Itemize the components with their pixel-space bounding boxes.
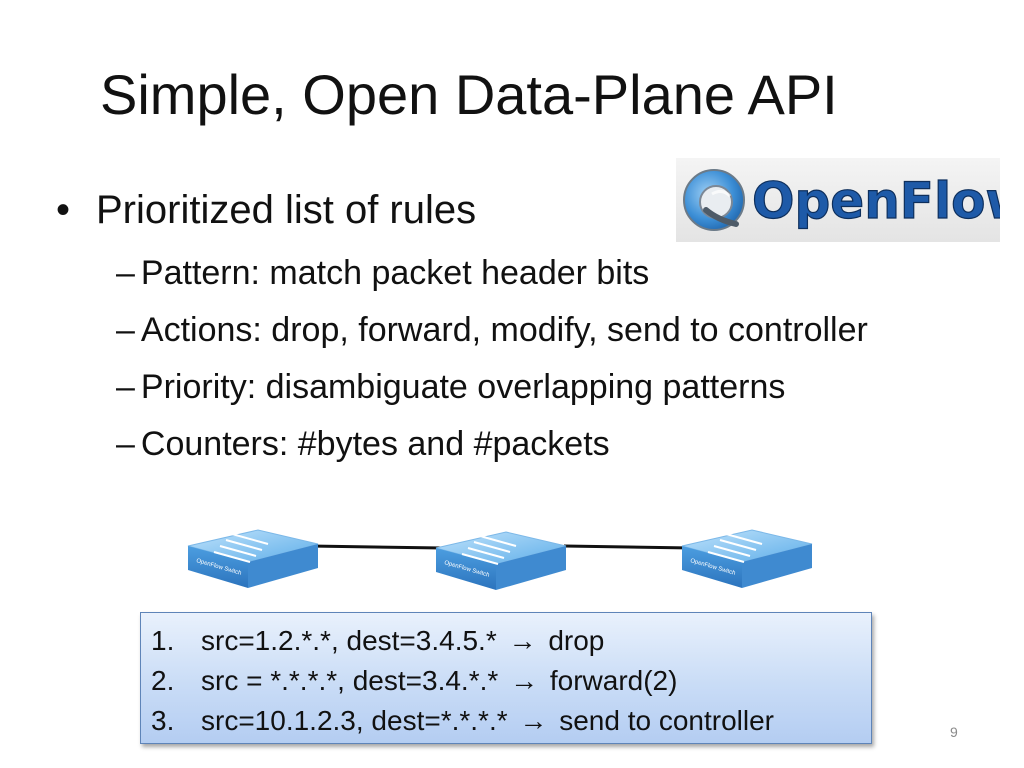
openflow-switch-icon: OpenFlow Switch xyxy=(681,529,813,588)
openflow-logo-text: OpenFlow xyxy=(752,172,1000,230)
main-bullet: • Prioritized list of rules xyxy=(56,188,476,233)
main-bullet-text: Prioritized list of rules xyxy=(96,188,477,232)
sub-bullet-actions: –Actions: drop, forward, modify, send to… xyxy=(116,311,868,350)
right-arrow-icon: → xyxy=(519,705,548,736)
rule-number: 2. xyxy=(151,665,175,696)
rule-match: src = *.*.*.*, dest=3.4.*.* xyxy=(201,665,499,696)
sub-bullet-pattern: –Pattern: match packet header bits xyxy=(116,254,649,293)
flow-rules-box: 1. src=1.2.*.*, dest=3.4.5.* → drop 2. src… xyxy=(140,612,872,744)
sub-bullet-text: Actions: drop, forward, modify, send to … xyxy=(140,311,868,349)
sub-bullet-priority: –Priority: disambiguate overlapping patt… xyxy=(116,368,785,407)
sub-bullet-dash: – xyxy=(116,254,135,292)
right-arrow-icon: → xyxy=(510,665,539,696)
slide-title: Simple, Open Data-Plane API xyxy=(100,63,838,126)
bullet-dot: • xyxy=(56,188,71,232)
network-link xyxy=(309,544,443,550)
flow-rule-row: 1. src=1.2.*.*, dest=3.4.5.* → drop xyxy=(151,621,871,661)
rule-number: 3. xyxy=(151,705,175,736)
rule-number: 1. xyxy=(151,625,175,656)
rule-action: drop xyxy=(548,625,605,656)
page-number: 9 xyxy=(950,724,958,740)
sub-bullet-text: Priority: disambiguate overlapping patte… xyxy=(140,368,786,406)
openflow-switch-icon: OpenFlow Switch xyxy=(435,531,567,590)
network-link xyxy=(563,544,693,550)
sub-bullet-dash: – xyxy=(116,425,135,463)
rule-action: forward(2) xyxy=(549,665,678,696)
flow-rule-row: 3. src=10.1.2.3, dest=*.*.*.* → send to c… xyxy=(151,701,871,741)
openflow-switch-icon: OpenFlow Switch xyxy=(187,529,319,588)
sub-bullet-text: Pattern: match packet header bits xyxy=(140,254,650,292)
sub-bullet-counters: –Counters: #bytes and #packets xyxy=(116,425,610,464)
switch-network-diagram: OpenFlow Switch OpenFlow Switch xyxy=(180,498,820,598)
rule-match: src=10.1.2.3, dest=*.*.*.* xyxy=(201,705,508,736)
flow-rule-row: 2. src = *.*.*.*, dest=3.4.*.* → forward(… xyxy=(151,661,871,701)
openflow-logo-icon: OpenFlow xyxy=(683,169,1000,231)
sub-bullet-dash: – xyxy=(116,368,135,406)
openflow-logo: OpenFlow xyxy=(676,158,1000,242)
rule-match: src=1.2.*.*, dest=3.4.5.* xyxy=(201,625,497,656)
right-arrow-icon: → xyxy=(508,625,537,656)
sub-bullet-dash: – xyxy=(116,311,135,349)
rule-action: send to controller xyxy=(559,705,774,736)
sub-bullet-text: Counters: #bytes and #packets xyxy=(140,425,610,463)
